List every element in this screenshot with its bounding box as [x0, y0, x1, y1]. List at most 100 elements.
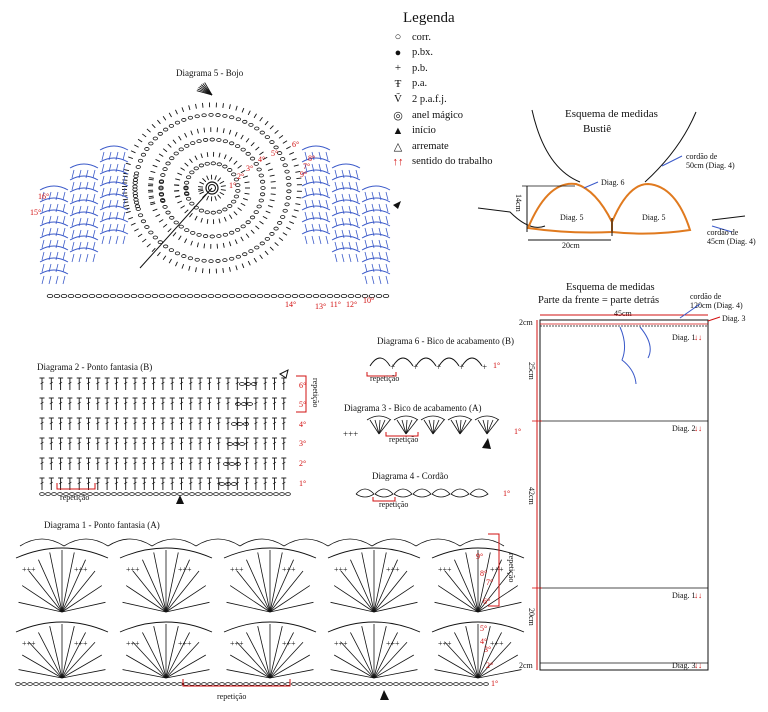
stitch-mark	[150, 202, 156, 206]
chain-mark	[189, 492, 195, 496]
stitch-mark	[177, 200, 183, 204]
stitch-mark	[178, 135, 182, 141]
fan-stitch-mark	[334, 169, 338, 179]
chain-mark	[285, 176, 291, 181]
stitch-mark	[235, 265, 238, 271]
picot-mark	[369, 357, 391, 367]
chain-mark	[309, 682, 315, 686]
fan-stitch-mark	[38, 559, 63, 613]
treble-mark	[189, 421, 193, 425]
fan-stitch-mark	[125, 654, 167, 679]
legend-symbol-icon: Ŧ	[394, 77, 402, 90]
stitch-mark	[217, 177, 222, 182]
treble-mark	[105, 441, 109, 445]
fan-stitch-mark	[204, 82, 213, 96]
repeat-bracket	[296, 375, 307, 413]
chain-mark	[153, 682, 159, 686]
shell-stitch-mark	[482, 419, 488, 435]
chain-mark	[144, 293, 152, 298]
treble-mark	[68, 441, 72, 445]
treble-mark	[133, 481, 137, 485]
stitch-mark	[181, 263, 185, 269]
fan-stitch-mark	[465, 626, 479, 679]
fan-stitch-mark	[115, 199, 119, 209]
fan-stitch-mark	[62, 275, 66, 285]
chain-mark	[105, 492, 111, 496]
fan-stitch-mark	[142, 632, 167, 679]
fan-stitch-mark	[373, 552, 387, 613]
fan-mark	[69, 187, 99, 193]
fan-stitch-mark	[325, 199, 329, 209]
fan-stitch-mark	[101, 235, 105, 245]
chain-mark	[237, 422, 243, 426]
fan-stitch-mark	[257, 626, 271, 679]
legend-label: p.bx.	[412, 47, 433, 59]
chain-mark	[123, 682, 129, 686]
chain-mark	[69, 682, 75, 686]
chain-mark	[181, 118, 187, 122]
chain-mark	[198, 208, 205, 213]
treble-mark	[114, 481, 119, 485]
fan-stitch-mark	[61, 570, 96, 613]
treble-mark	[49, 481, 53, 485]
chain-mark	[51, 682, 57, 686]
fan-stitch-mark	[269, 601, 314, 613]
chain-mark	[369, 682, 375, 686]
fan-stitch-mark	[341, 193, 345, 203]
fan-stitch-mark	[330, 601, 375, 613]
chain-mark	[229, 256, 235, 261]
treble-mark	[282, 441, 286, 445]
fan-mark	[361, 257, 391, 263]
chain-mark	[187, 256, 194, 261]
treble-mark	[254, 421, 258, 425]
fan-stitch-mark	[304, 223, 308, 233]
fan-stitch-mark	[311, 175, 315, 185]
chain-mark	[286, 182, 292, 187]
treble-mark	[96, 461, 100, 465]
fan-stitch-mark	[364, 239, 368, 249]
treble-mark	[68, 421, 72, 425]
chain-mark	[291, 293, 299, 298]
chain-mark	[141, 492, 147, 496]
sc-mark: +++	[490, 565, 504, 574]
round-label: 11°	[330, 300, 341, 309]
chain-mark	[280, 157, 286, 161]
stitch-mark	[240, 236, 244, 242]
round-label: 14°	[285, 300, 297, 309]
treble-mark	[170, 381, 174, 385]
chain-mark	[105, 682, 111, 686]
chain-mark	[368, 293, 376, 298]
treble-mark	[151, 421, 156, 425]
fan-stitch-mark	[269, 626, 283, 679]
chain-mark	[229, 115, 235, 120]
treble-mark	[77, 481, 81, 485]
chain-mark	[88, 293, 96, 298]
fan-stitch-mark	[325, 163, 329, 173]
start-icon	[380, 690, 389, 700]
chain-mark	[133, 174, 139, 179]
fan-mark	[39, 245, 69, 251]
chain-mark	[270, 293, 278, 298]
stitch-mark	[149, 201, 155, 204]
fan-stitch-mark	[85, 241, 89, 251]
fan-mark	[301, 157, 331, 163]
shell-stitch-mark	[423, 419, 434, 435]
stitch-mark	[172, 232, 177, 237]
fan-stitch-mark	[62, 215, 66, 225]
chain-mark	[393, 682, 399, 686]
treble-mark	[272, 401, 277, 405]
treble-mark	[68, 461, 72, 465]
stitch-mark	[125, 211, 131, 214]
stitch-mark	[259, 151, 264, 156]
stitch-mark	[202, 102, 204, 108]
chain-mark	[235, 227, 241, 232]
chain-mark	[215, 259, 221, 263]
shell-stitch-mark	[486, 419, 499, 435]
stitch-mark	[148, 178, 154, 181]
chain-mark	[326, 293, 334, 298]
fan-mark	[99, 205, 129, 211]
diagram2-title: Diagrama 2 - Ponto fantasia (B)	[37, 362, 153, 372]
chain-mark	[193, 293, 201, 298]
round-label: 1°	[229, 181, 237, 190]
chain-mark	[261, 492, 267, 496]
